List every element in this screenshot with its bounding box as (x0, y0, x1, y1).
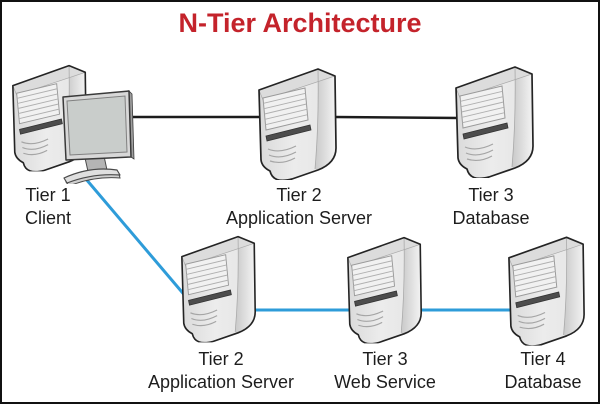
server-tower-icon (179, 233, 259, 345)
tier-text: Tier 2 (276, 185, 322, 205)
role-text: Database (504, 372, 582, 392)
server-tower-icon (345, 234, 425, 346)
node-label-app-server-top: Tier 2 Application Server (226, 184, 372, 230)
monitor-icon (60, 86, 138, 184)
role-text: Client (24, 208, 72, 228)
tier-text: Tier 3 (362, 349, 408, 369)
tier-text: Tier 3 (468, 185, 514, 205)
node-label-app-server-bottom: Tier 2 Application Server (148, 348, 294, 394)
server-tower-icon (506, 235, 588, 347)
role-text: Application Server (147, 372, 295, 392)
node-label-database-top: Tier 3 Database (452, 184, 529, 230)
role-text: Database (452, 208, 530, 228)
server-tower-icon (256, 68, 340, 180)
node-label-web-service: Tier 3 Web Service (334, 348, 436, 394)
connection-client-to-app-server-bottom (78, 171, 189, 299)
tier-text: Tier 2 (198, 349, 244, 369)
role-text: Application Server (225, 208, 373, 228)
tier-text: Tier 4 (520, 349, 566, 369)
role-text: Web Service (334, 372, 436, 392)
node-label-database-bottom: Tier 4 Database (504, 348, 581, 394)
server-tower-icon (453, 66, 537, 178)
node-label-client: Tier 1 Client (25, 184, 71, 230)
tier-text: Tier 1 (25, 185, 71, 205)
diagram-title: N-Tier Architecture (178, 8, 422, 38)
connection-app-server-top-to-database-top (334, 115, 461, 120)
